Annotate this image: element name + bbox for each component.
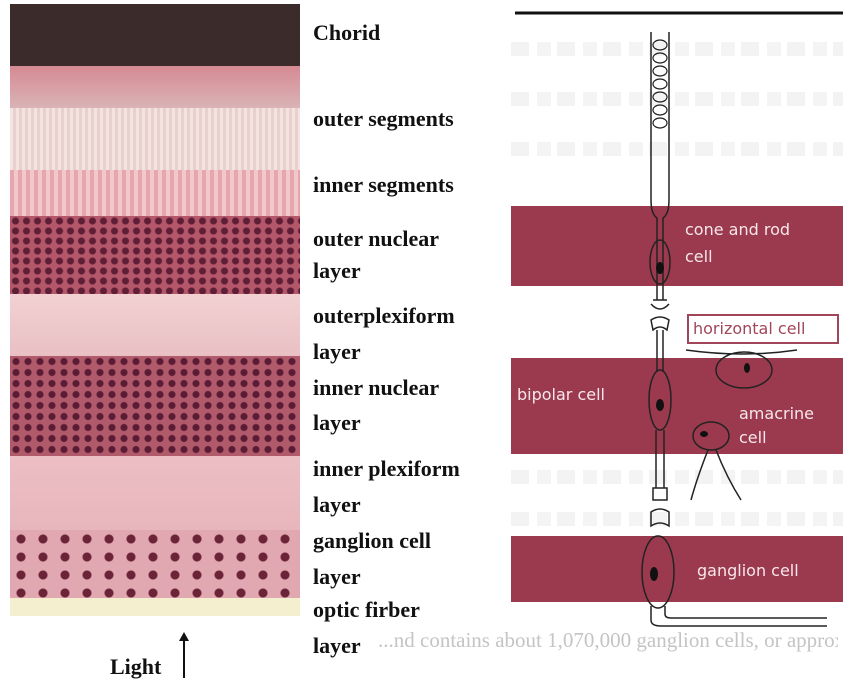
label-inner-plexiform-layer: layer [313, 492, 361, 518]
outer-segments-band [10, 108, 300, 170]
label-chorid: Chorid [313, 20, 380, 46]
label-outerplexiform-layer: layer [313, 339, 361, 365]
label-cone-rod-line1: cone and rod [685, 219, 790, 240]
background-page-text: ...nd contains about 1,070,000 ganglion … [378, 628, 838, 678]
label-amacrine-line1: amacrine [739, 403, 814, 424]
label-ganglion-cell-layer: layer [313, 564, 361, 590]
label-optic-fiber-layer: layer [313, 633, 361, 659]
label-amacrine-line2: cell [739, 427, 767, 448]
horizontal-cell-label-box: horizontal cell [687, 314, 839, 344]
label-outer-nuclear: outer nuclear [313, 226, 439, 252]
outer-nuclear-band [10, 216, 300, 294]
label-bipolar-cell: bipolar cell [517, 384, 605, 405]
choroid-band [10, 4, 300, 66]
label-optic-fiber: optic firber [313, 597, 420, 623]
label-horizontal-cell: horizontal cell [693, 319, 805, 338]
label-outer-nuclear-layer: layer [313, 258, 361, 284]
outer-plexiform-band [10, 294, 300, 356]
label-ganglion-cell: ganglion cell [313, 528, 431, 554]
light-arrow-icon [178, 632, 190, 680]
label-cone-rod-line2: cell [685, 246, 713, 267]
pigment-band [10, 66, 300, 108]
label-inner-plexiform: inner plexiform [313, 456, 460, 482]
retina-histology-image [10, 4, 300, 616]
ganglion-cell-band [10, 530, 300, 598]
inner-plexiform-band [10, 456, 300, 530]
label-outer-segments: outer segments [313, 106, 454, 132]
label-inner-nuclear: inner nuclear [313, 375, 439, 401]
optic-fiber-band [10, 598, 300, 616]
retina-schematic: cone and rod cell horizontal cell bipola… [511, 0, 843, 682]
label-inner-segments: inner segments [313, 172, 454, 198]
inner-segments-band [10, 170, 300, 216]
light-label: Light [110, 654, 161, 680]
inner-nuclear-band [10, 356, 300, 456]
label-inner-nuclear-layer: layer [313, 410, 361, 436]
label-outerplexiform: outerplexiform [313, 303, 455, 329]
label-ganglion-cell-schematic: ganglion cell [697, 560, 799, 581]
